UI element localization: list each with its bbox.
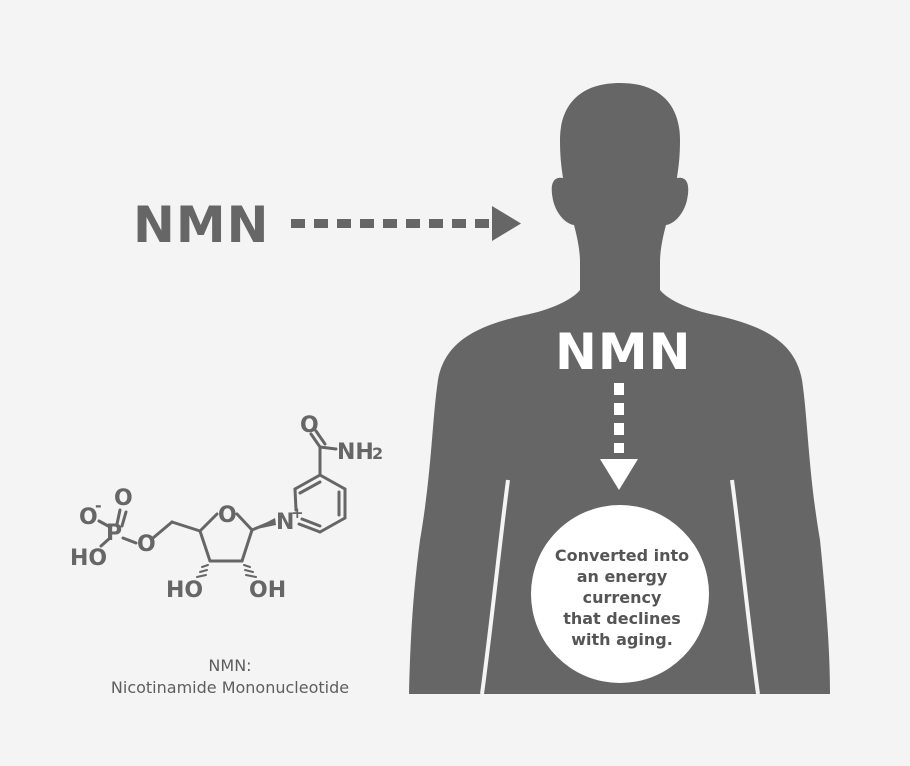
bond bbox=[318, 516, 347, 534]
atom-o-ester: O bbox=[137, 532, 156, 557]
bond bbox=[298, 480, 322, 495]
bond bbox=[318, 473, 347, 491]
atom-minus-sign: - bbox=[95, 496, 102, 515]
bond bbox=[309, 432, 322, 449]
circle-text-line: an energy bbox=[576, 567, 668, 586]
bond bbox=[121, 536, 138, 545]
arm-lines bbox=[480, 479, 760, 695]
atom-plus-sign: + bbox=[291, 504, 304, 522]
bond bbox=[245, 574, 257, 578]
arrow-dash bbox=[406, 219, 420, 228]
bond bbox=[235, 512, 254, 532]
bond bbox=[293, 487, 298, 512]
horizontal-dashed-arrow bbox=[291, 206, 521, 241]
circle-text-line: with aging. bbox=[571, 630, 673, 649]
nmn-left-label: NMN bbox=[133, 196, 270, 254]
circle-text-line: Converted into bbox=[554, 546, 690, 565]
arrow-dash bbox=[614, 403, 624, 415]
atom-ho-phosphate: HO bbox=[70, 546, 107, 571]
arrow-dash bbox=[291, 219, 305, 228]
arrow-dash bbox=[452, 219, 466, 228]
arrow-dash bbox=[337, 219, 351, 228]
atom-o-amide: O bbox=[300, 413, 319, 438]
atom-o-ring: O bbox=[218, 503, 237, 528]
bond bbox=[196, 574, 207, 578]
circle-description: Converted into an energy currency that d… bbox=[538, 545, 706, 650]
arrow-dash bbox=[614, 383, 624, 395]
atom-nh2: NH bbox=[337, 440, 374, 465]
vertical-dashed-arrow bbox=[600, 383, 638, 490]
atom-phosphorus: P bbox=[106, 521, 122, 546]
arrow-dash bbox=[614, 443, 624, 453]
atom-o-minus: O bbox=[79, 505, 98, 530]
atom-oh-ribose: OH bbox=[249, 578, 286, 603]
arrow-head-icon bbox=[492, 206, 521, 241]
left-arm-line bbox=[480, 479, 510, 695]
bond bbox=[170, 520, 202, 533]
atom-o-double: O bbox=[114, 486, 133, 511]
circle-text-line: that declines bbox=[563, 609, 681, 628]
bond bbox=[240, 528, 254, 563]
wedge-bond bbox=[252, 518, 276, 530]
molecule-caption: NMN: Nicotinamide Mononucleotide bbox=[80, 655, 380, 699]
arrow-dash bbox=[314, 219, 328, 228]
bond bbox=[99, 536, 112, 548]
arrow-dash bbox=[475, 219, 489, 228]
bond bbox=[97, 519, 112, 529]
bond bbox=[199, 569, 208, 573]
caption-line-2: Nicotinamide Mononucleotide bbox=[110, 678, 350, 697]
nmn-body-label: NMN bbox=[555, 323, 692, 381]
bond bbox=[318, 445, 338, 451]
right-arm-line bbox=[730, 479, 760, 695]
arrow-down-icon bbox=[600, 459, 638, 490]
bond bbox=[201, 564, 209, 568]
info-circle bbox=[531, 505, 709, 683]
bond bbox=[120, 510, 128, 528]
molecule-atom-labels: O - O P HO O O N + O NH 2 HO OH bbox=[70, 413, 383, 603]
bond bbox=[293, 473, 322, 491]
atom-n-plus: N bbox=[276, 510, 294, 535]
arrow-dash bbox=[360, 219, 374, 228]
bond bbox=[300, 517, 322, 528]
arrow-dash bbox=[614, 423, 624, 435]
bond bbox=[151, 520, 174, 540]
atom-nh2-subscript: 2 bbox=[372, 444, 383, 463]
bond bbox=[198, 512, 219, 533]
arrow-dash bbox=[429, 219, 443, 228]
bond bbox=[297, 522, 322, 534]
atom-ho-ribose: HO bbox=[166, 578, 203, 603]
bond bbox=[198, 529, 212, 563]
caption-line-1: NMN: bbox=[208, 656, 252, 675]
bond bbox=[244, 569, 254, 573]
arrow-dash bbox=[383, 219, 397, 228]
bond bbox=[314, 429, 327, 446]
bond bbox=[115, 508, 122, 526]
circle-text-line: currency bbox=[582, 588, 662, 607]
nmn-molecule bbox=[97, 429, 347, 578]
bond bbox=[243, 564, 251, 568]
